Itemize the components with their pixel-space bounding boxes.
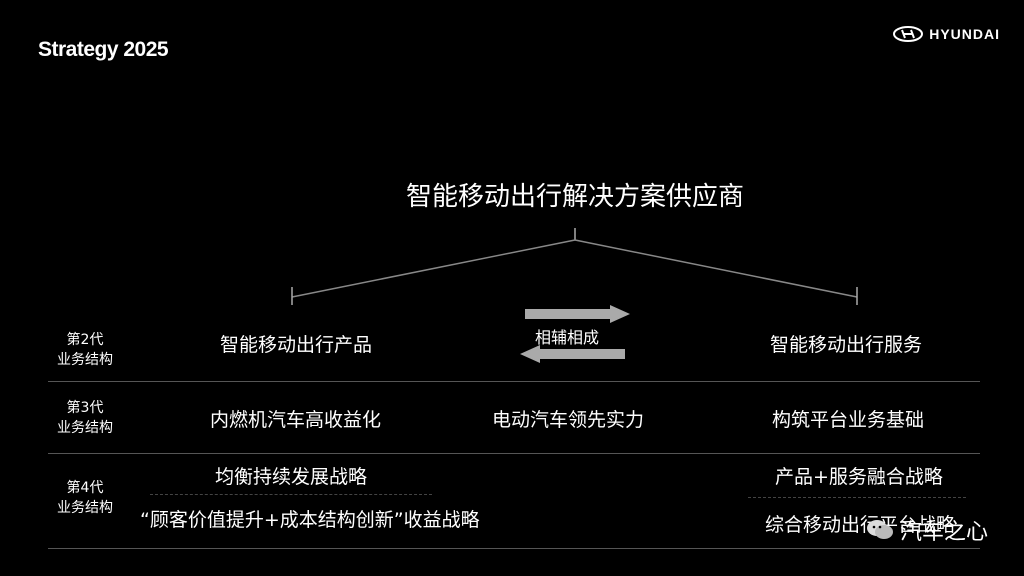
dashed-divider [748, 497, 966, 498]
row-label-line: 业务结构 [57, 352, 113, 368]
col-left-title: 智能移动出行产品 [220, 334, 373, 356]
divider [48, 548, 980, 549]
row-label-line: 第3代 [66, 400, 104, 416]
wechat-icon [866, 520, 893, 539]
synergy-label: 相辅相成 [535, 328, 600, 347]
synergy-arrows-icon [520, 305, 630, 363]
gen4-right-top: 产品+服务融合战略 [775, 466, 943, 488]
gen3-left-cell: 内燃机汽车高收益化 [210, 409, 382, 431]
row-label-gen2: 第2代 业务结构 [50, 330, 120, 370]
gen4-left-bottom: “顾客价值提升+成本结构创新”收益战略 [140, 509, 480, 531]
watermark: 汽车之心 [866, 514, 988, 546]
dashed-divider [150, 494, 432, 495]
brand-name: HYUNDAI [929, 26, 1000, 42]
divider [48, 453, 980, 454]
divider [48, 381, 980, 382]
hyundai-logo-icon [893, 26, 924, 42]
watermark-text: 汽车之心 [899, 520, 988, 545]
row-label-line: 业务结构 [57, 500, 113, 516]
col-right-title: 智能移动出行服务 [770, 334, 923, 356]
row-label-line: 第2代 [66, 332, 104, 348]
gen4-right-bottom: 综合移动出行平台战略 [765, 514, 956, 536]
row-label-gen4: 第4代 业务结构 [50, 478, 120, 518]
row-label-line: 第4代 [66, 480, 104, 496]
gen4-left-top: 均衡持续发展战略 [215, 466, 368, 488]
row-label-gen3: 第3代 业务结构 [50, 398, 120, 438]
brand-logo: HYUNDAI [893, 26, 1000, 42]
gen3-right-cell: 构筑平台业务基础 [772, 409, 925, 431]
slide-title: Strategy 2025 [38, 38, 169, 61]
gen3-center-cell: 电动汽车领先实力 [492, 409, 645, 431]
row-label-line: 业务结构 [57, 420, 113, 436]
main-heading: 智能移动出行解决方案供应商 [405, 182, 744, 212]
